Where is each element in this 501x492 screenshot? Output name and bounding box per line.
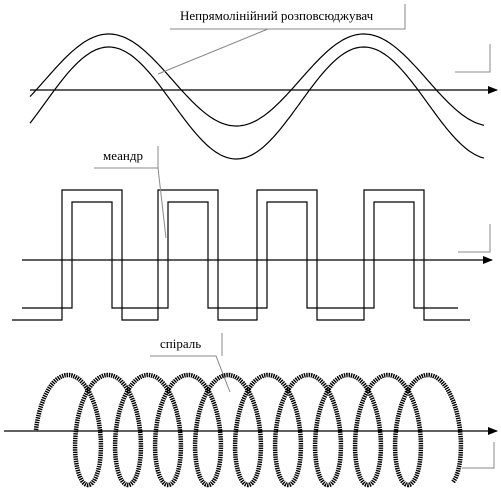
callout-line-meander (94, 167, 167, 239)
meander-panel: меандр (12, 146, 493, 321)
corner-mark-1 (455, 44, 491, 73)
sine-wave-upper (29, 33, 485, 127)
meander-outer (12, 189, 470, 321)
label-spiral: спіраль (160, 336, 201, 351)
spiral-panel: спіраль (4, 333, 498, 488)
callout-bracket-nonlinear (268, 4, 406, 30)
meander-inner (22, 201, 458, 309)
corner-mark-3 (462, 442, 495, 469)
label-meander: меандр (103, 148, 143, 163)
corner-mark-2 (458, 224, 491, 253)
sine-panel: Непрямолінійний розповсюджувач (29, 4, 498, 160)
label-nonlinear-distributor: Непрямолінійний розповсюджувач (180, 8, 374, 23)
spiral-coil (33, 372, 464, 488)
callout-line-nonlinear (157, 28, 269, 75)
sine-wave-lower (29, 46, 485, 160)
callout-line-spiral (150, 355, 231, 393)
